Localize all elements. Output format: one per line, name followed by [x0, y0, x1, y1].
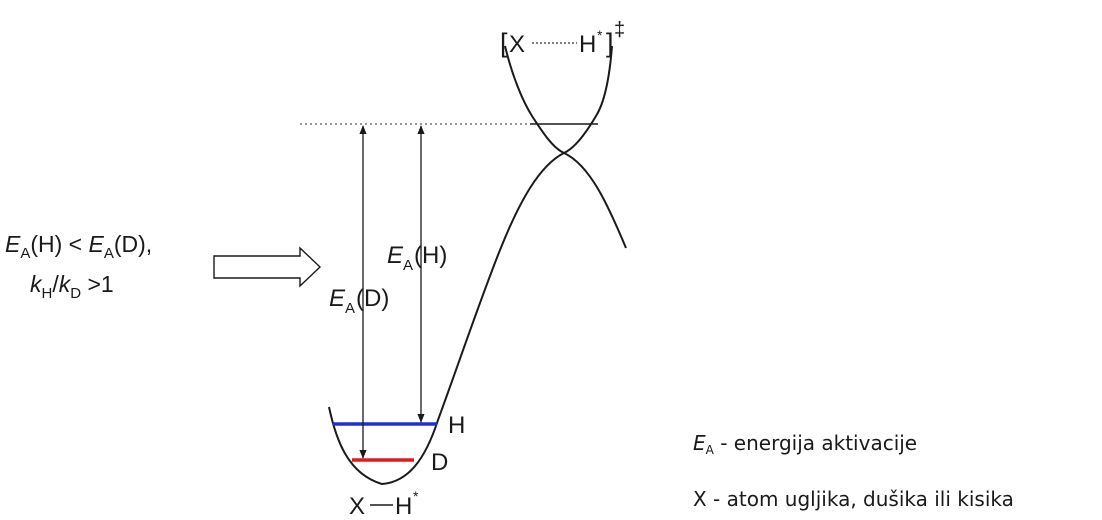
- h-level-label: H: [448, 412, 465, 439]
- ineq-gt: >1: [81, 271, 114, 297]
- ea-d-symbol: E: [329, 285, 346, 312]
- inequality-line-1: EA(H) < EA(D),: [5, 231, 152, 262]
- ts-open-bracket: [: [500, 28, 508, 58]
- gs-star: *: [413, 488, 419, 504]
- gs-atom-h: H: [395, 493, 412, 520]
- ea-d-sub: A: [345, 300, 355, 317]
- gs-atom-x: X: [349, 493, 365, 520]
- ineq-slash: /: [52, 271, 59, 297]
- ea-d-label: E A (D): [329, 285, 389, 317]
- ground-state-label: X H *: [349, 488, 419, 520]
- ineq-less-than: <: [62, 231, 88, 257]
- ineq-ea1-symbol: E: [5, 231, 21, 257]
- ts-close-bracket: ]: [606, 28, 614, 58]
- inequality-line-2: kH/kD >1: [30, 271, 114, 302]
- ineq-k1-symbol: k: [30, 271, 43, 297]
- ts-star: *: [597, 27, 603, 43]
- ineq-ea1-sub: A: [20, 245, 30, 262]
- ineq-k2-sub: D: [70, 285, 81, 302]
- ts-atom-h: H: [579, 31, 596, 58]
- ineq-ea2-sub: A: [104, 245, 114, 262]
- d-level-label: D: [431, 449, 448, 476]
- potential-energy-curve: [328, 151, 627, 486]
- ts-atom-x: X: [509, 31, 525, 58]
- ineq-k1-sub: H: [42, 285, 53, 302]
- inequality-statement: EA(H) < EA(D), kH/kD >1: [5, 231, 152, 302]
- ea-h-arg: (H): [414, 242, 447, 269]
- ts-dagger: ‡: [614, 19, 625, 41]
- legend-ea: EA - energija aktivacije: [693, 431, 917, 457]
- ea-h-label: E A (H): [387, 242, 447, 274]
- ea-h-sub: A: [403, 257, 413, 274]
- ea-d-arg: (D): [356, 285, 389, 312]
- ea-h-symbol: E: [387, 242, 404, 269]
- legend-ea-text: - energija aktivacije: [714, 431, 917, 455]
- ineq-h-arg: (H): [30, 231, 62, 257]
- legend-x: X - atom ugljika, dušika ili kisika: [693, 487, 1014, 511]
- legend: EA - energija aktivacije X - atom ugljik…: [693, 431, 1014, 511]
- transition-state-label: [ X H * ] ‡: [500, 19, 625, 58]
- transition-state-upper-curve: [504, 45, 613, 155]
- ineq-d-arg: (D),: [114, 231, 152, 257]
- ineq-ea2-symbol: E: [89, 231, 105, 257]
- legend-ea-sub: A: [706, 443, 715, 457]
- hollow-pointing-arrow: [213, 246, 322, 288]
- legend-ea-symbol: E: [693, 431, 706, 455]
- ineq-k2-symbol: k: [59, 271, 72, 297]
